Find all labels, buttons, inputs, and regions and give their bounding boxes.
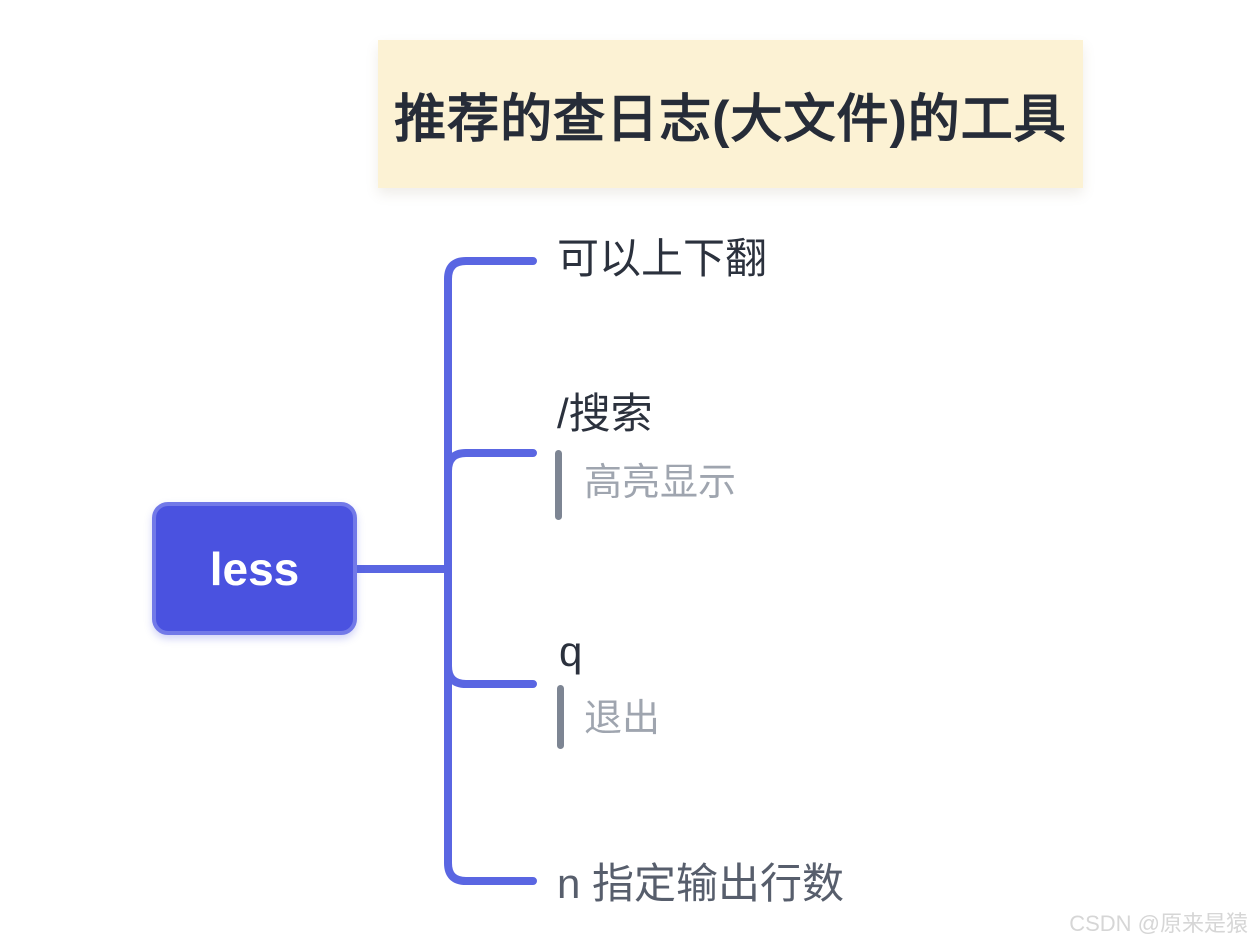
sub-label-exit: 退出: [584, 698, 661, 740]
branch-label-quit-key: q: [559, 628, 583, 675]
root-node-less: less: [152, 502, 357, 635]
branch-label-line-count: n 指定输出行数: [557, 860, 845, 907]
sub-item-bar-highlight: [555, 450, 562, 520]
connector-branch-3: [444, 565, 537, 688]
sub-item-bar-exit: [557, 685, 564, 749]
mindmap-title: 推荐的查日志(大文件)的工具: [378, 40, 1083, 188]
connector-branch-4: [444, 565, 537, 885]
branch-label-scroll: 可以上下翻: [557, 235, 768, 282]
csdn-watermark: CSDN @原来是猿: [1069, 911, 1248, 936]
sub-label-highlight: 高亮显示: [584, 462, 737, 504]
connector-branch-2: [444, 449, 537, 573]
connector-branch-1: [444, 257, 537, 573]
branch-label-search: /搜索: [557, 390, 653, 437]
